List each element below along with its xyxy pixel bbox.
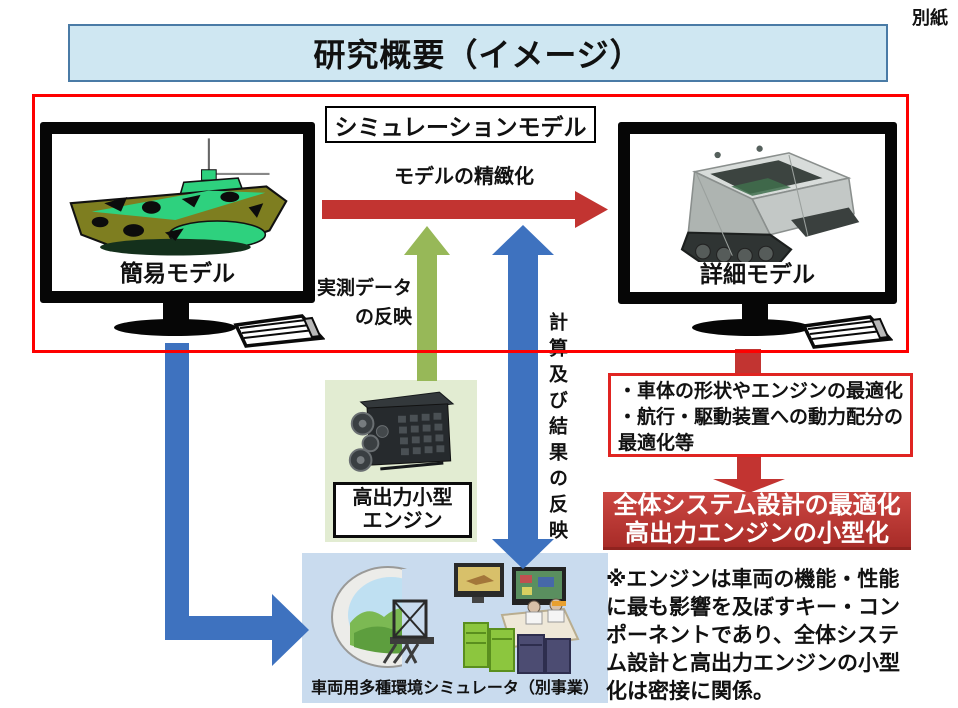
monitor-stand-base xyxy=(692,319,810,336)
engine-label-line2: エンジン xyxy=(362,510,443,532)
optimization-bullet-2: ・航行・駆動装置への動力配分の最適化等 xyxy=(618,407,904,454)
outcome-banner-line2: 高出力エンジンの小型化 xyxy=(625,519,889,547)
red-down-arrow-icon xyxy=(713,457,785,493)
optimization-bullet-box: ・車体の形状やエンジンの最適化 ・航行・駆動装置への動力配分の最適化等 xyxy=(608,373,913,457)
monitor-stand-neck xyxy=(163,301,189,322)
red-right-arrow-icon xyxy=(322,191,608,228)
engine-note: ※エンジンは車両の機能・性能に最も影響を及ぼすキー・コンポーネントであり、全体シ… xyxy=(606,568,900,703)
camo-vehicle-illustration xyxy=(69,138,288,256)
blue-double-arrow-icon xyxy=(492,225,554,569)
calc-result-label: 計算及び結果の反映 xyxy=(546,312,567,546)
engine-illustration xyxy=(348,391,455,472)
simulator-caption: 車両用多種環境シミュレータ（別事業） xyxy=(311,680,599,697)
simple-model-monitor: 簡易モデル xyxy=(40,122,315,303)
optimization-bullet-1: ・車体の形状やエンジンの最適化 xyxy=(618,381,904,402)
green-up-arrow-icon xyxy=(404,226,450,381)
monitor-stand-neck xyxy=(742,302,768,322)
simulation-model-label: シミュレーションモデル xyxy=(334,113,587,140)
simulator-illustration xyxy=(331,563,580,674)
page-title: 研究概要（イメージ） xyxy=(313,37,643,73)
measured-data-line1: 実測データ xyxy=(316,278,412,299)
simple-model-label: 簡易モデル xyxy=(120,260,235,286)
red-connector-bar xyxy=(735,349,761,374)
detailed-model-monitor: 詳細モデル xyxy=(618,122,897,304)
outcome-banner: 全体システム設計の最適化 高出力エンジンの小型化 xyxy=(603,492,911,550)
blue-elbow-arrow-icon xyxy=(165,343,309,666)
outcome-banner-line1: 全体システム設計の最適化 xyxy=(613,491,901,519)
simulator-panel: 車両用多種環境シミュレータ（別事業） xyxy=(302,553,608,703)
engine-panel: 高出力小型 エンジン xyxy=(325,380,477,542)
cad-vehicle-illustration xyxy=(680,145,860,262)
measured-data-label: 実測データ の反映 xyxy=(302,274,412,333)
engine-label-box: 高出力小型 エンジン xyxy=(333,482,472,538)
keyboard-icon xyxy=(801,315,893,349)
keyboard-icon xyxy=(233,314,325,348)
attachment-note: 別紙 xyxy=(912,8,948,28)
engine-label-line1: 高出力小型 xyxy=(352,487,453,509)
detailed-model-label: 詳細モデル xyxy=(700,261,815,287)
monitor-stand-base xyxy=(114,319,236,336)
measured-data-line2: の反映 xyxy=(354,307,412,329)
simulation-model-label-box: シミュレーションモデル xyxy=(325,106,596,143)
page-title-bar: 研究概要（イメージ） xyxy=(68,24,888,82)
model-refinement-label: モデルの精緻化 xyxy=(394,166,534,188)
